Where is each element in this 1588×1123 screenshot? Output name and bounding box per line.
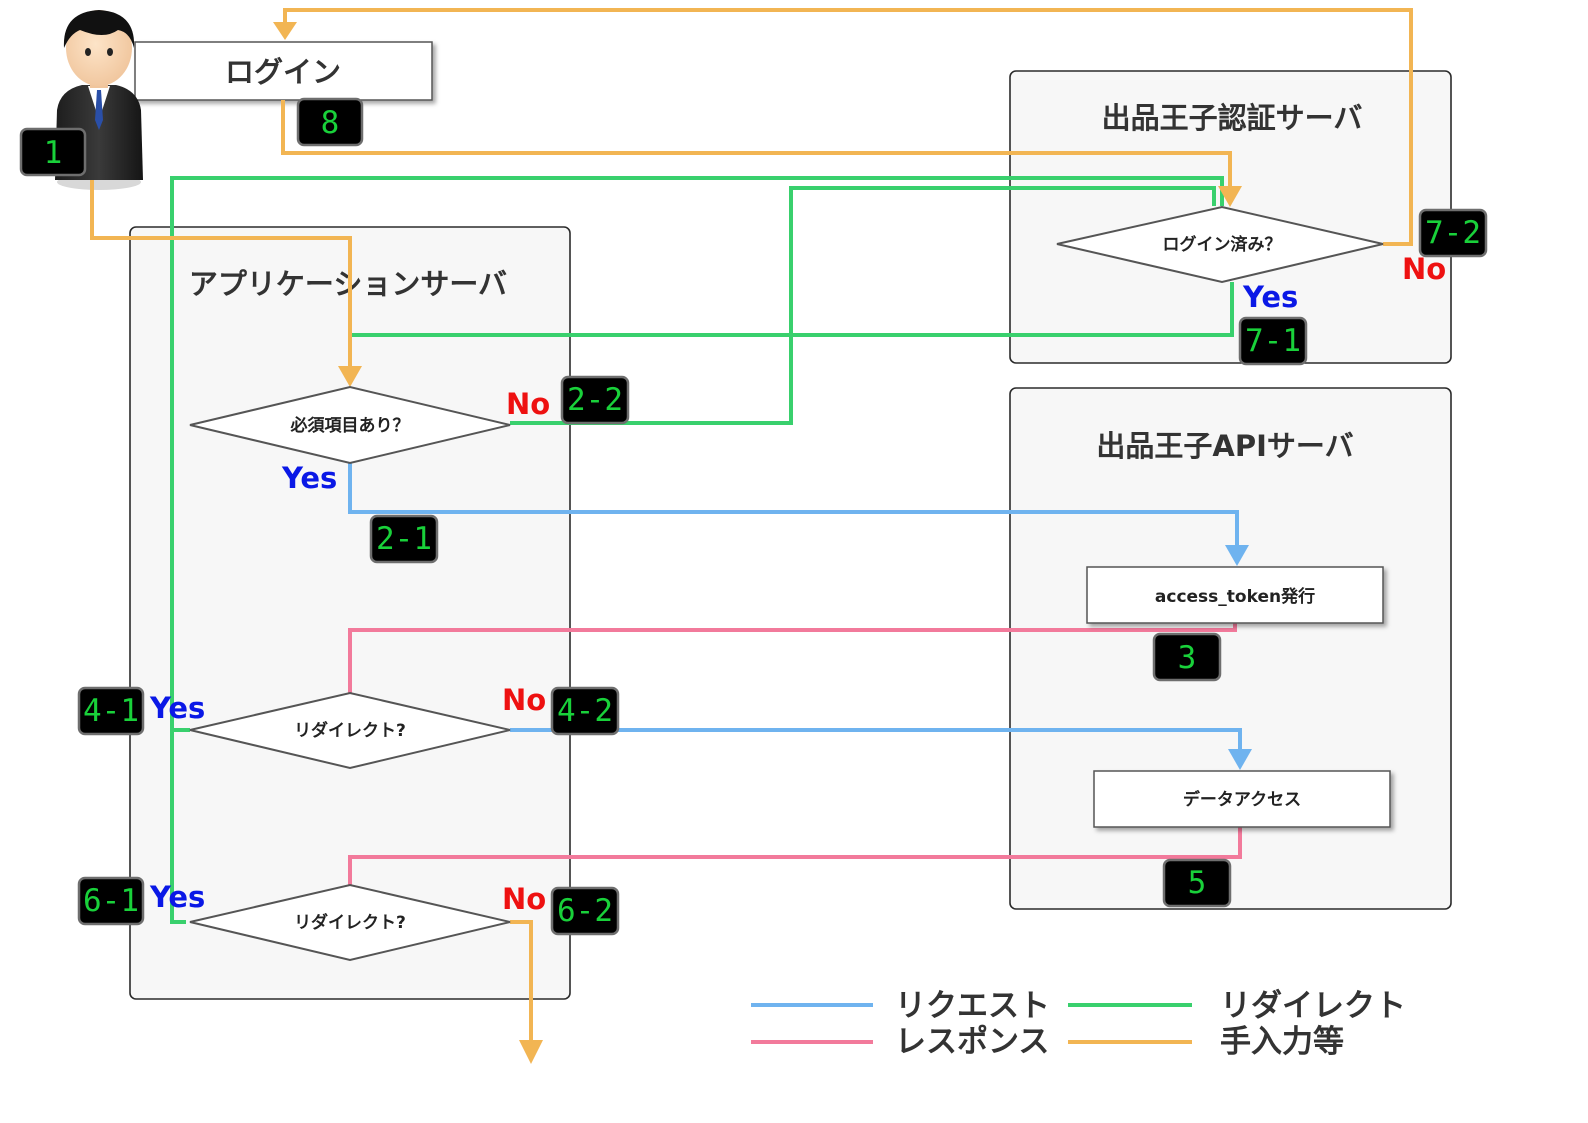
manual-input-lines	[90, 8, 1413, 1064]
step-badge-5: 5	[1162, 858, 1232, 908]
login-label: ログイン	[225, 55, 341, 89]
step-badge-4-1: 4-1	[77, 686, 145, 736]
manual-arrow-login	[273, 22, 297, 40]
step-badge-6-2-text: 6-2	[557, 893, 613, 929]
response-line-5	[348, 826, 1242, 886]
no-label-required: No	[506, 387, 550, 421]
manual-line-7-2	[283, 8, 1413, 246]
step-badge-2-2-text: 2-2	[567, 382, 623, 418]
no-label-redirect-2: No	[502, 882, 546, 916]
step-badge-8-text: 8	[321, 105, 340, 141]
step-badge-8: 8	[296, 97, 364, 147]
step-badge-1: 1	[19, 127, 87, 177]
request-arrow-token	[1225, 545, 1249, 566]
manual-arrow-required	[338, 366, 362, 387]
legend-response-label: レスポンス	[895, 1024, 1049, 1060]
request-line-2-1	[348, 461, 1239, 548]
step-badge-3-text: 3	[1178, 640, 1197, 676]
decision-required: 必須項目あり？	[189, 385, 511, 465]
manual-line-1	[90, 180, 352, 370]
step-badge-2-1: 2-1	[369, 514, 439, 564]
redirect-line-2-2	[510, 186, 1216, 425]
decision-redirect-1-label: リダイレクト?	[294, 720, 406, 741]
step-badge-7-2-text: 7-2	[1425, 215, 1481, 251]
yes-label-logged-in: Yes	[1242, 280, 1298, 314]
step-badge-7-1-text: 7-1	[1245, 323, 1301, 359]
step-badge-2-1-text: 2-1	[376, 521, 432, 557]
step-badge-4-2: 4-2	[550, 686, 620, 736]
response-line-3	[348, 622, 1237, 694]
legend-redirect-label: リダイレクト	[1220, 988, 1406, 1024]
request-lines	[348, 461, 1252, 770]
businessman-icon	[55, 10, 143, 190]
decision-logged-in-label: ログイン済み？	[1163, 234, 1282, 255]
response-lines	[348, 622, 1242, 886]
redirect-line-7-1	[348, 282, 1234, 337]
token-box: access_token発行	[1086, 566, 1384, 624]
legend-manual-label: 手入力等	[1220, 1024, 1344, 1060]
step-badge-6-1-text: 6-1	[83, 883, 139, 919]
manual-arrow-exit	[519, 1040, 543, 1064]
yes-label-redirect-1: Yes	[149, 691, 205, 725]
step-badge-5-text: 5	[1188, 865, 1207, 901]
manual-arrow-auth	[1218, 186, 1242, 207]
legend: リクエスト レスポンス リダイレクト 手入力等	[751, 988, 1406, 1060]
step-badge-7-1: 7-1	[1238, 316, 1308, 366]
decision-logged-in: ログイン済み？	[1056, 205, 1384, 284]
step-badge-2-2: 2-2	[560, 375, 630, 425]
decision-redirect-2: リダイレクト?	[189, 883, 511, 962]
step-badge-7-2: 7-2	[1418, 208, 1488, 258]
step-badge-6-2: 6-2	[550, 886, 620, 936]
no-label-logged-in: No	[1402, 252, 1446, 286]
decision-redirect-1: リダイレクト?	[189, 691, 511, 770]
manual-line-8	[281, 100, 1232, 190]
step-badge-4-2-text: 4-2	[557, 693, 613, 729]
data-access-box-label: データアクセス	[1183, 789, 1301, 810]
token-box-label: access_token発行	[1155, 586, 1315, 607]
step-badge-1-text: 1	[44, 135, 63, 171]
api-server-panel: 出品王子APIサーバ	[1009, 387, 1452, 910]
request-line-4-2	[510, 728, 1242, 752]
data-access-box: データアクセス	[1093, 770, 1391, 828]
step-badge-6-1: 6-1	[77, 876, 145, 926]
api-server-title: 出品王子APIサーバ	[1096, 429, 1353, 463]
manual-line-6-2	[510, 920, 533, 1044]
no-label-redirect-1: No	[502, 683, 546, 717]
step-badge-4-1-text: 4-1	[83, 693, 139, 729]
decision-required-label: 必須項目あり？	[290, 415, 410, 436]
request-arrow-data	[1228, 749, 1252, 770]
yes-label-redirect-2: Yes	[149, 880, 205, 914]
step-badge-3: 3	[1152, 632, 1222, 682]
legend-request-label: リクエスト	[895, 988, 1050, 1024]
branch-labels: No Yes Yes No Yes No Yes No	[149, 252, 1446, 916]
yes-label-required: Yes	[281, 461, 337, 495]
auth-server-title: 出品王子認証サーバ	[1102, 101, 1363, 135]
decision-redirect-2-label: リダイレクト?	[294, 912, 406, 933]
login-box: ログイン	[134, 41, 433, 101]
